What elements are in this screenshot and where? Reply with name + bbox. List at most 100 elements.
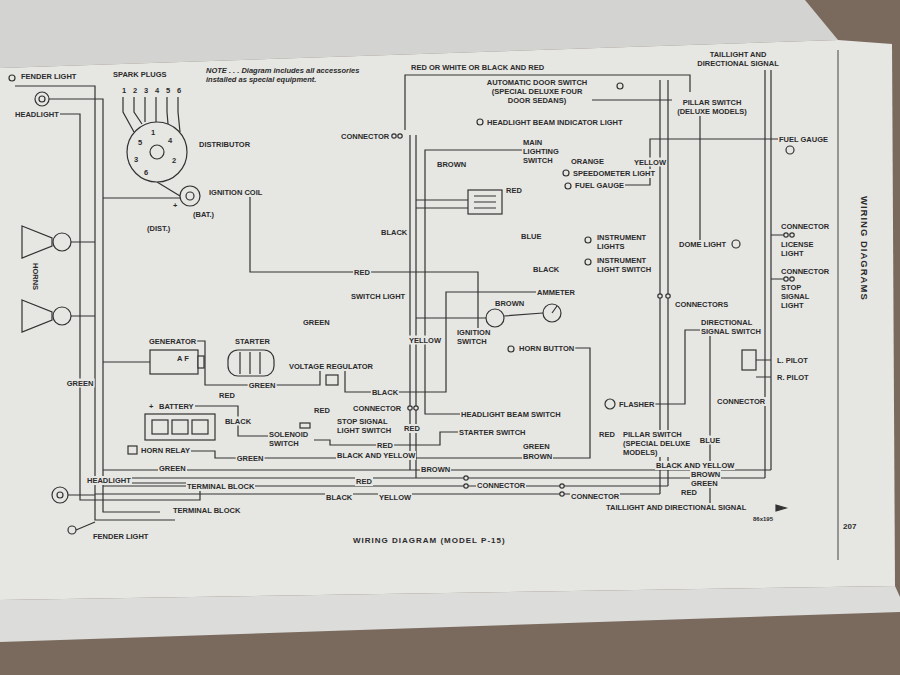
starter-symbol bbox=[228, 350, 274, 376]
wire-color-label: RED bbox=[353, 268, 371, 277]
wire-connector bbox=[195, 406, 268, 436]
tank-unit-symbol bbox=[786, 146, 794, 154]
component-name: BATTERY bbox=[158, 402, 195, 411]
connector-symbol bbox=[790, 277, 794, 281]
component-name: STARTER SWITCH bbox=[458, 428, 527, 437]
ignition-switch-symbol bbox=[486, 309, 504, 327]
connector-symbol bbox=[392, 134, 396, 138]
component-label: FLASHER bbox=[618, 400, 655, 409]
component-label: HEADLIGHT BEAM INDICATOR LIGHT bbox=[486, 118, 624, 127]
diagram-label: + bbox=[172, 201, 178, 210]
instrument-switch-symbol bbox=[585, 259, 591, 265]
connector-symbol bbox=[398, 134, 402, 138]
component-label: TERMINAL BLOCK bbox=[186, 482, 255, 491]
diagram-label: L. PILOT bbox=[776, 356, 809, 365]
ignition-coil-symbol bbox=[180, 186, 200, 206]
battery-cell bbox=[172, 420, 188, 434]
component-name: HEADLIGHT bbox=[86, 476, 132, 485]
component-label: STARTER bbox=[234, 337, 271, 346]
distributor-rotor bbox=[150, 145, 164, 159]
battery-case bbox=[145, 414, 215, 440]
battery-cell bbox=[192, 420, 208, 434]
component-name: SPEEDOMETER LIGHT bbox=[572, 169, 656, 178]
diagram-label: 2 bbox=[132, 86, 138, 95]
wire-connector bbox=[60, 114, 200, 500]
horn-body bbox=[53, 307, 71, 325]
component-name: FENDER LIGHT bbox=[20, 72, 77, 81]
component-label: HORN BUTTON bbox=[518, 344, 575, 353]
component-label: AUTOMATIC DOOR SWITCH (SPECIAL DELUXE FO… bbox=[482, 78, 592, 105]
diagram-label: 4 bbox=[167, 136, 173, 145]
component-name: PILLAR SWITCH (SPECIAL DELUXE MODELS) bbox=[622, 430, 704, 457]
component-label: STOP SIGNAL LIGHT bbox=[780, 283, 816, 310]
component-label: SWITCH LIGHT bbox=[350, 292, 406, 301]
component-name: STOP SIGNAL LIGHT bbox=[780, 283, 816, 310]
wire-connector bbox=[425, 150, 522, 414]
component-name: FLASHER bbox=[618, 400, 655, 409]
diagram-label: BROWN bbox=[494, 299, 525, 308]
diagram-label: CONNECTOR bbox=[716, 397, 766, 406]
component-name: DOME LIGHT bbox=[678, 240, 727, 249]
wire-color-label: BLUE bbox=[699, 436, 721, 445]
diagram-label: WIRING DIAGRAMS bbox=[859, 195, 870, 302]
switch-contacts bbox=[474, 196, 496, 208]
diagram-label: (DIST.) bbox=[146, 224, 171, 233]
component-label: HEADLIGHT bbox=[14, 110, 60, 119]
component-label: PILLAR SWITCH (SPECIAL DELUXE MODELS) bbox=[622, 430, 704, 457]
component-label: FENDER LIGHT bbox=[92, 532, 149, 541]
horn-relay-symbol bbox=[128, 446, 137, 454]
component-symbols bbox=[9, 75, 794, 534]
diagram-label: GREEN bbox=[522, 442, 551, 451]
diagram-label: BLACK AND YELLOW bbox=[336, 451, 416, 460]
diagram-label: CONNECTOR bbox=[570, 492, 620, 501]
generator-terminal bbox=[198, 356, 204, 368]
diagram-label: CONNECTOR bbox=[780, 222, 830, 231]
component-name: TERMINAL BLOCK bbox=[186, 482, 255, 491]
component-name: STOP SIGNAL LIGHT SWITCH bbox=[336, 417, 400, 435]
component-name: HEADLIGHT BEAM INDICATOR LIGHT bbox=[486, 118, 624, 127]
diagram-label: BROWN bbox=[522, 452, 553, 461]
connector-symbol bbox=[560, 492, 564, 496]
component-label: HEADLIGHT BEAM SWITCH bbox=[460, 410, 562, 419]
wire-color-label: GREEN bbox=[248, 381, 277, 390]
diagram-label: ORANGE bbox=[570, 157, 605, 166]
wire-connector bbox=[625, 139, 778, 185]
component-name: INSTRUMENT LIGHTS bbox=[596, 233, 656, 251]
horn-bell bbox=[22, 226, 52, 258]
diagram-label: 5 bbox=[137, 138, 143, 147]
component-label: FUEL GAUGE bbox=[778, 135, 829, 144]
wire-connector bbox=[191, 348, 590, 458]
component-name: FENDER LIGHT bbox=[92, 532, 149, 541]
wire-connector bbox=[592, 99, 672, 100]
connector-symbol bbox=[560, 484, 564, 488]
diagram-label: BROWN bbox=[420, 465, 451, 474]
component-label: HEADLIGHT bbox=[86, 476, 132, 485]
diagram-label: RED OR WHITE OR BLACK AND RED bbox=[410, 63, 545, 72]
diagram-label: RED bbox=[403, 424, 421, 433]
headlight-symbol bbox=[52, 487, 68, 503]
connector-symbol bbox=[464, 476, 468, 480]
connector-symbol bbox=[666, 294, 670, 298]
component-label: DISTRIBUTOR bbox=[198, 140, 251, 149]
component-name: HORN RELAY bbox=[140, 446, 191, 455]
component-name: TERMINAL BLOCK bbox=[172, 506, 241, 515]
main-lighting-switch-symbol bbox=[468, 190, 502, 214]
horn-button-symbol bbox=[508, 346, 514, 352]
diagram-label: CONNECTORS bbox=[674, 300, 729, 309]
component-name: LICENSE LIGHT bbox=[780, 240, 824, 258]
starter-windings bbox=[240, 352, 260, 374]
diagram-label: CONNECTOR bbox=[352, 404, 402, 413]
wiring-harness-group bbox=[15, 70, 784, 530]
diagram-label: 207 bbox=[842, 522, 857, 532]
component-name: HEADLIGHT BEAM SWITCH bbox=[460, 410, 562, 419]
figure-caption: WIRING DIAGRAM (MODEL P-15) bbox=[352, 536, 507, 546]
diagram-label: A F bbox=[176, 354, 190, 363]
component-label: AMMETER bbox=[536, 288, 576, 297]
diagram-label: BLACK bbox=[380, 228, 408, 237]
flasher-symbol bbox=[605, 399, 615, 409]
diagram-label: CONNECTOR bbox=[780, 267, 830, 276]
manual-page bbox=[0, 40, 895, 600]
horn-bell bbox=[22, 300, 52, 332]
